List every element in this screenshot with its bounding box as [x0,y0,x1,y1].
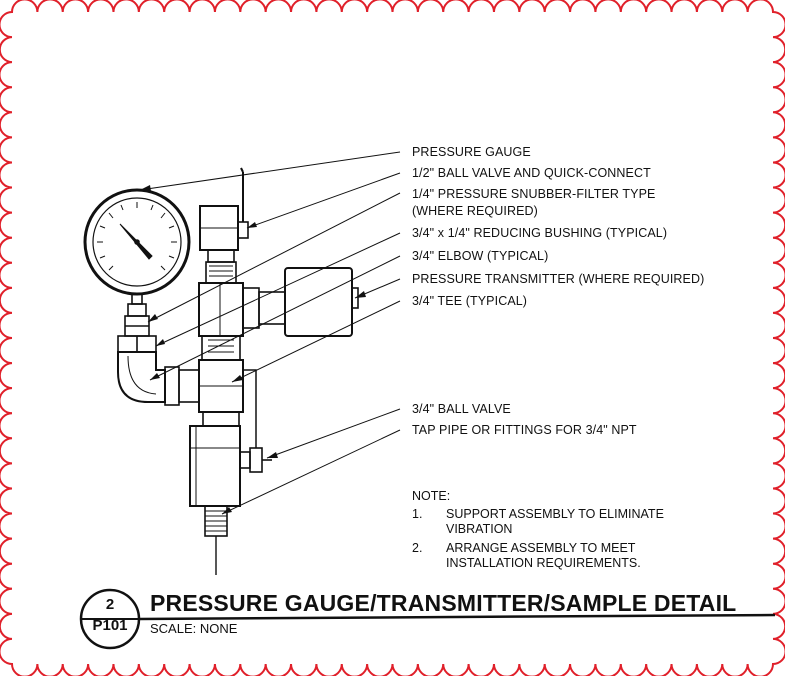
callout-snubber-note: (WHERE REQUIRED) [412,204,538,218]
callout-tee: 3/4" TEE (TYPICAL) [412,294,528,308]
detail-scale: SCALE: NONE [150,621,238,636]
note-line: VIBRATION [446,522,513,536]
pressure-gauge-drawing [83,188,191,296]
leader-arrowheads [140,185,366,514]
callout-snubber: 1/4" PRESSURE SNUBBER-FILTER TYPE [412,187,656,201]
callout-ball-valve-quick-connect: 1/2" BALL VALVE AND QUICK-CONNECT [412,166,651,180]
leader-lines [139,151,401,515]
callout-reducing-bushing: 3/4" x 1/4" REDUCING BUSHING (TYPICAL) [412,226,668,240]
note-number: 1. [412,507,423,521]
detail-title: PRESSURE GAUGE/TRANSMITTER/SAMPLE DETAIL [150,590,737,616]
callout-pressure-gauge: PRESSURE GAUGE [412,145,531,159]
callout-ball-valve: 3/4" BALL VALVE [412,402,511,416]
title-underline [138,613,776,621]
note-line: SUPPORT ASSEMBLY TO ELIMINATE [446,507,664,521]
note-line: ARRANGE ASSEMBLY TO MEET [446,541,636,555]
callout-elbow: 3/4" ELBOW (TYPICAL) [412,249,549,263]
callout-pressure-transmitter: PRESSURE TRANSMITTER (WHERE REQUIRED) [412,272,705,286]
note-item-1: 1. SUPPORT ASSEMBLY TO ELIMINATE VIBRATI… [412,507,752,541]
callout-tap-pipe: TAP PIPE OR FITTINGS FOR 3/4" NPT [412,423,637,437]
detail-number: 2 [105,596,115,613]
detail-sheet-number: P101 [92,617,128,634]
note-heading: NOTE: [412,489,451,503]
note-number: 2. [412,541,423,555]
note-line: INSTALLATION REQUIREMENTS. [446,556,641,570]
assembly-drawing [83,167,359,575]
note-item-2: 2. ARRANGE ASSEMBLY TO MEET INSTALLATION… [412,541,752,575]
